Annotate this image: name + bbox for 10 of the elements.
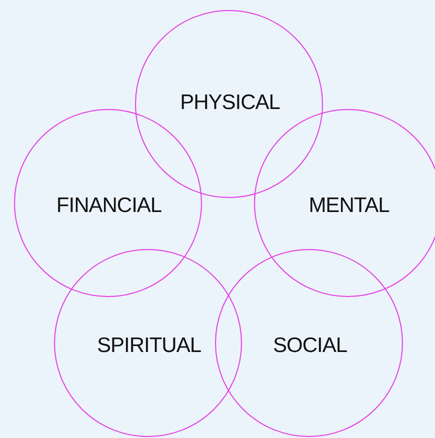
circle-label: PHYSICAL (180, 91, 280, 115)
circle (135, 10, 323, 198)
circle-label: MENTAL (308, 194, 390, 218)
circle-label: FINANCIAL (56, 194, 162, 218)
circle (54, 249, 242, 437)
circle (14, 109, 202, 297)
circle (254, 109, 435, 297)
circle (215, 249, 403, 437)
circle-label: SOCIAL (272, 334, 348, 358)
circle-label: SPIRITUAL (96, 334, 202, 358)
